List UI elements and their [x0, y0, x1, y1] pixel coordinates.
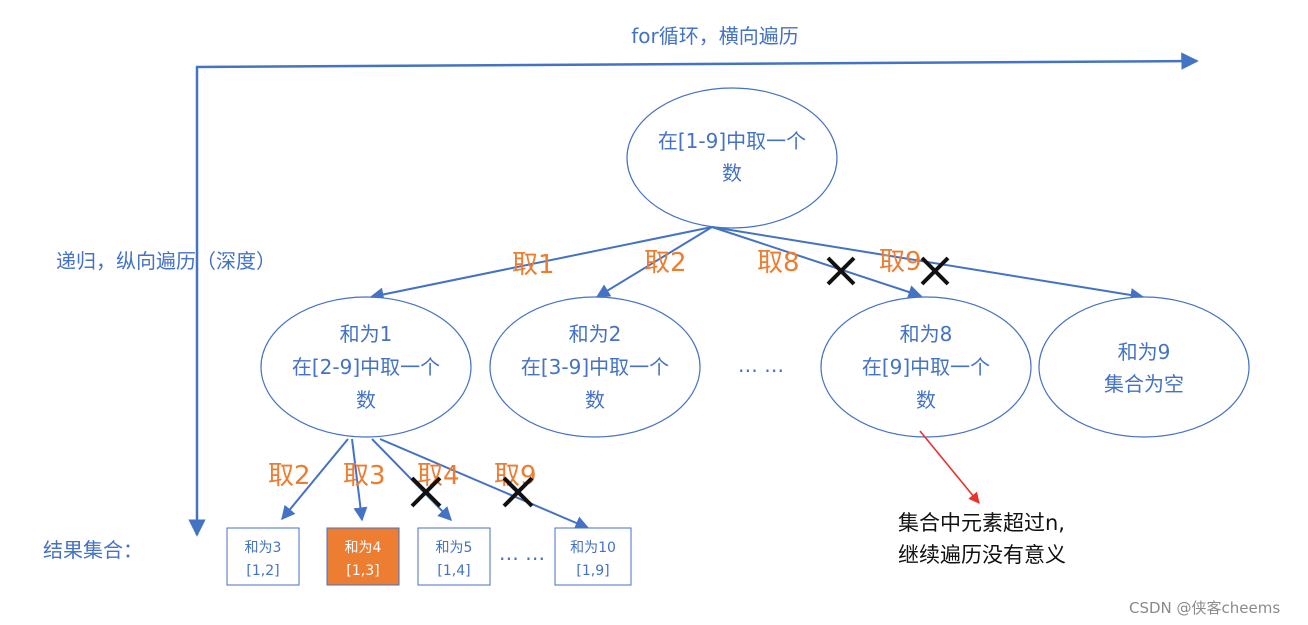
- level1-node-sum-1: [260, 296, 472, 438]
- root-node-line2: 数: [722, 161, 742, 185]
- level1-node-sum-9: [1038, 296, 1250, 438]
- result-box-sum-4-line1: 和为4: [345, 540, 382, 556]
- prune-mark-bottom-take-9: [502, 476, 534, 508]
- level1-node-sum-2-line3: 数: [585, 388, 605, 412]
- edge-bottom-label-take-3: 取3: [343, 461, 386, 491]
- prune-mark-take-8: [826, 256, 856, 286]
- edge-bottom-take-3: [351, 438, 368, 522]
- edge-bottom-label-take-9: 取9: [494, 461, 537, 491]
- result-box-sum-5: [417, 527, 491, 586]
- level1-node-sum-1-line1: 和为1: [340, 322, 393, 346]
- result-set-label: 结果集合：: [43, 538, 143, 562]
- csdn-watermark: CSDN @侠客cheems: [1129, 599, 1280, 617]
- edge-bottom-label-take-4: 取4: [417, 461, 460, 491]
- edge-label-take-9: 取9: [879, 247, 922, 277]
- result-box-sum-5-line2: [1,4]: [437, 563, 470, 579]
- result-box-sum-3-line2: [1,2]: [246, 563, 279, 579]
- level1-node-sum-1-line3: 数: [356, 388, 376, 412]
- prune-mark-take-9: [920, 256, 950, 286]
- edge-label-take-1: 取1: [512, 250, 555, 280]
- recursion-label: 递归，纵向遍历（深度）: [56, 249, 276, 273]
- result-box-sum-10: [554, 527, 632, 586]
- level1-node-sum-8-line3: 数: [916, 388, 936, 412]
- edge-label-take-2: 取2: [644, 248, 687, 278]
- result-box-sum-10-line2: [1,9]: [576, 563, 609, 579]
- result-box-sum-3-line1: 和为3: [245, 540, 282, 556]
- ellipsis-middle: … …: [738, 353, 784, 377]
- level1-node-sum-8-line2: 在[9]中取一个: [862, 355, 990, 379]
- level1-node-sum-9-line1: 和为9: [1118, 340, 1171, 364]
- note-line-1: 集合中元素超过n,: [898, 511, 1065, 535]
- prune-mark-bottom-take-4: [410, 476, 442, 508]
- root-node-line1: 在[1-9]中取一个: [658, 129, 806, 153]
- level1-node-sum-2-line2: 在[3-9]中取一个: [521, 355, 669, 379]
- edge-bottom-take-9: [379, 438, 590, 530]
- level1-node-sum-8: [820, 296, 1032, 438]
- result-box-sum-10-line1: 和为10: [570, 540, 616, 556]
- edge-take-1: [369, 226, 713, 302]
- result-box-sum-4: [326, 527, 400, 586]
- level1-node-sum-2-line1: 和为2: [569, 322, 622, 346]
- level1-node-sum-2: [489, 296, 701, 438]
- ellipsis-bottom: … …: [499, 541, 545, 565]
- result-box-sum-5-line1: 和为5: [436, 540, 473, 556]
- level1-node-sum-1-line2: 在[2-9]中取一个: [292, 355, 440, 379]
- result-box-sum-3: [226, 527, 300, 586]
- level1-node-sum-8-line1: 和为8: [900, 322, 953, 346]
- horizontal-traversal-arrow: [195, 52, 1199, 70]
- note-line-2: 继续遍历没有意义: [898, 543, 1066, 567]
- edge-take-2: [595, 226, 713, 298]
- root-node: [626, 87, 838, 229]
- edge-label-take-8: 取8: [757, 248, 800, 278]
- for-loop-label: for循环，横向遍历: [631, 24, 799, 48]
- red-note-arrow: [919, 430, 980, 504]
- result-box-sum-4-line2: [1,3]: [346, 563, 379, 579]
- edge-bottom-take-2: [281, 438, 349, 521]
- edge-bottom-label-take-2: 取2: [268, 461, 311, 491]
- edge-take-8: [711, 226, 923, 299]
- level1-node-sum-9-line2: 集合为空: [1104, 372, 1184, 396]
